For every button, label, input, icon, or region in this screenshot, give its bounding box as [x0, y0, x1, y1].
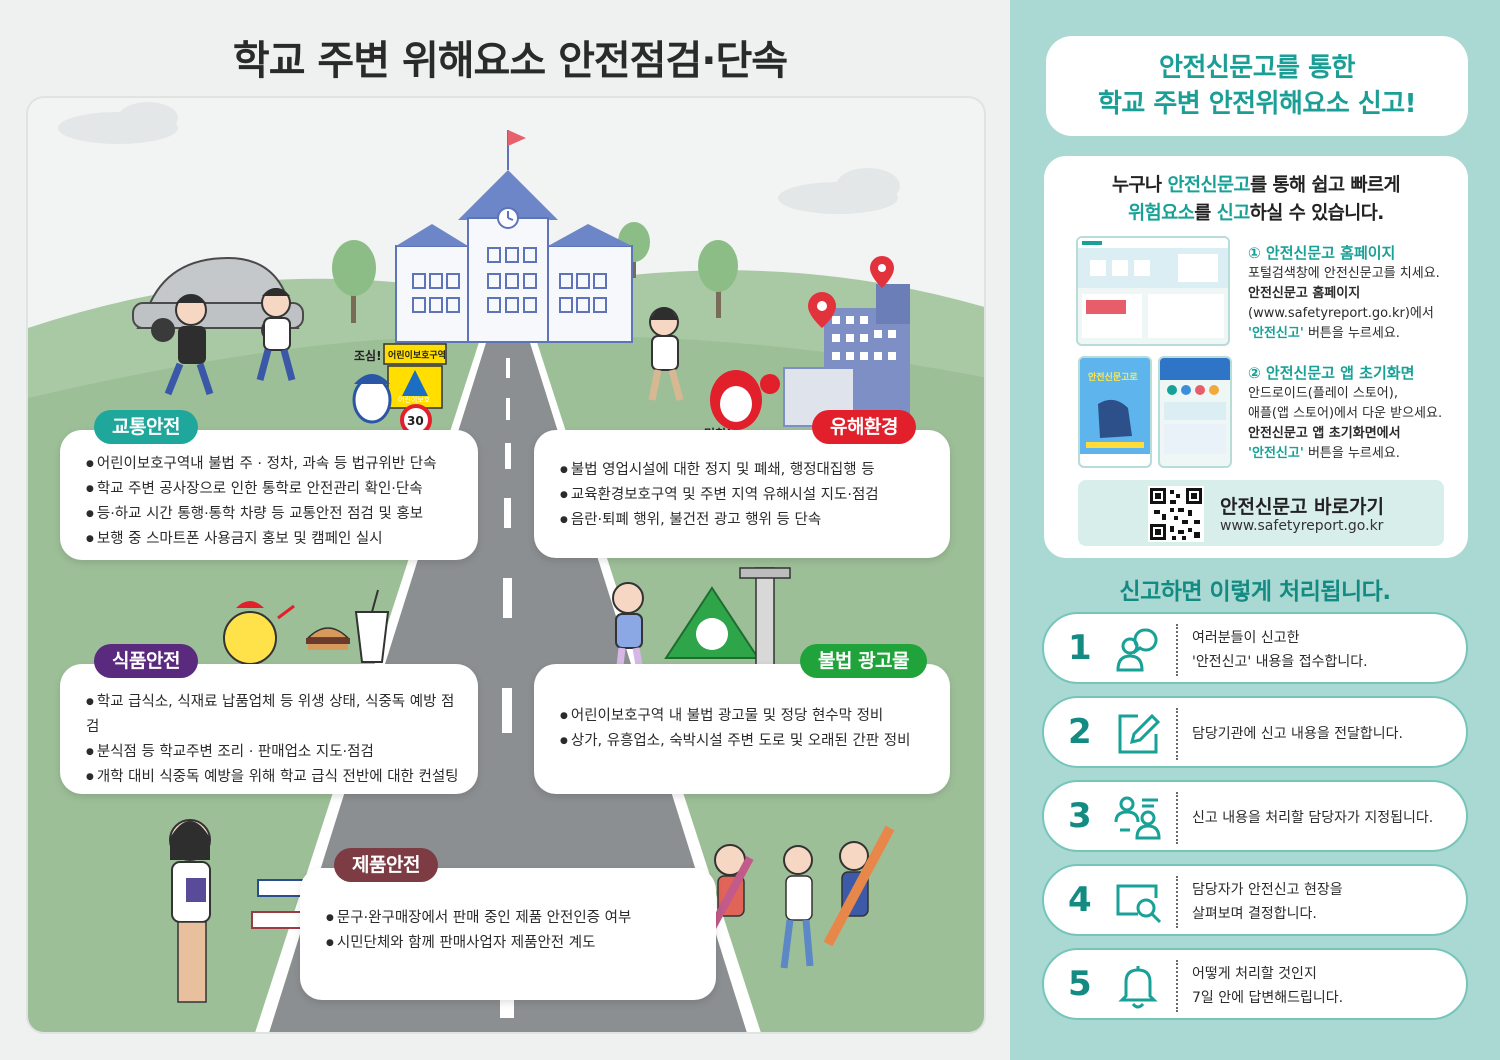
sign-text: 어린이보호구역: [388, 349, 446, 361]
monitor-search-icon: [1116, 884, 1162, 924]
sign-sub-text: 어린이보호: [398, 395, 431, 404]
ads-card: 어린이보호구역 내 불법 광고물 및 정당 현수막 정비 상가, 유흥업소, 숙…: [534, 664, 950, 794]
environment-card: 불법 영업시설에 대한 정지 및 폐쇄, 행정대집행 등 교육환경보호구역 및 …: [534, 430, 950, 558]
traffic-item: 어린이보호구역내 불법 주 · 정차, 과속 등 법규위반 단속: [86, 452, 460, 477]
traffic-item: 학교 주변 공사장으로 인한 통학로 안전관리 확인·단속: [86, 477, 460, 502]
process-step-3: 3 신고 내용을 처리할 담당자가 지정됩니다.: [1042, 780, 1468, 852]
headline-line2: 학교 주변 안전위해요소 신고!: [1097, 89, 1417, 119]
page-title: 학교 주변 위해요소 안전점검·단속: [232, 38, 788, 84]
homepage-screenshot[interactable]: [1076, 236, 1230, 346]
product-tag: 제품안전: [334, 848, 438, 882]
process-step-4: 4 담당자가 안전신고 현장을 살펴보며 결정합니다.: [1042, 864, 1468, 936]
headline-line1: 안전신문고를 통한: [1159, 53, 1355, 83]
step-number: 1: [1068, 628, 1092, 668]
step-number: 3: [1068, 796, 1092, 836]
process-title: 신고하면 이렇게 처리됩니다.: [1119, 579, 1391, 605]
food-item: 학교 급식소, 식재료 납품업체 등 위생 상태, 식중독 예방 점검: [86, 690, 460, 740]
pencil-kids-illustration: [708, 825, 895, 969]
report-info-box: 누구나 안전신문고를 통해 쉽고 빠르게 위험요소를 신고하실 수 있습니다. …: [1044, 156, 1468, 558]
food-item: 개학 대비 식중독 예방을 위해 학교 급식 전반에 대한 컨설팅: [86, 765, 460, 790]
process-step-2: 2 담당기관에 신고 내용을 전달합니다.: [1042, 696, 1468, 768]
illustration-scene: 어린이보호구역 어린이보호 30 조심! 멈춰!: [26, 96, 986, 1034]
report-panel: 안전신문고를 통한 학교 주변 안전위해요소 신고! 누구나 안전신문고를 통해…: [1010, 0, 1500, 1060]
step-text: 여러분들이 신고한 '안전신고' 내용을 접수합니다.: [1192, 630, 1368, 670]
step-text: 담당기관에 신고 내용을 전달합니다.: [1192, 726, 1403, 742]
headline-box: 안전신문고를 통한 학교 주변 안전위해요소 신고!: [1046, 36, 1468, 136]
speed-limit-value: 30: [407, 414, 424, 428]
step-text: 어떻게 처리할 것인지 7일 안에 답변해드립니다.: [1192, 966, 1344, 1006]
traffic-item: 등·하교 시간 통행·통학 차량 등 교통안전 점검 및 홍보: [86, 502, 460, 527]
shortcut-url[interactable]: www.safetyreport.go.kr: [1220, 518, 1384, 534]
users-icon: [1114, 796, 1161, 840]
traffic-tag: 교통안전: [94, 410, 198, 444]
step-number: 4: [1068, 880, 1092, 920]
environment-tag: 유해환경: [812, 410, 916, 444]
product-card: 문구·완구매장에서 판매 중인 제품 안전인증 여부 시민단체와 함께 판매사업…: [300, 868, 716, 1000]
ads-tag: 불법 광고물: [800, 644, 928, 678]
safetyreport-shortcut[interactable]: 안전신문고 바로가기 www.safetyreport.go.kr: [1078, 480, 1444, 546]
police-mascot: [352, 374, 392, 424]
food-card: 학교 급식소, 식재료 납품업체 등 위생 상태, 식중독 예방 점검 분식점 …: [60, 664, 478, 794]
tree-decoration: [332, 222, 738, 323]
environment-item: 교육환경보호구역 및 주변 지역 유해시설 지도·점검: [560, 483, 932, 508]
shortcut-title: 안전신문고 바로가기: [1220, 496, 1384, 518]
ads-item: 어린이보호구역 내 불법 광고물 및 정당 현수막 정비: [560, 704, 932, 729]
environment-item: 불법 영업시설에 대한 정지 및 폐쇄, 행정대집행 등: [560, 458, 932, 483]
method1-title: ① 안전신문고 홈페이지: [1248, 244, 1396, 262]
food-mascot-illustration: [223, 589, 390, 665]
process-step-1: 1 여러분들이 신고한 '안전신고' 내용을 접수합니다.: [1042, 612, 1468, 684]
school-building: [395, 130, 633, 343]
method2-title: ② 안전신문고 앱 초기화면: [1248, 364, 1415, 382]
step-text: 담당자가 안전신고 현장을 살펴보며 결정합니다.: [1192, 882, 1343, 922]
step-text: 신고 내용을 처리할 담당자가 지정됩니다.: [1192, 810, 1434, 826]
process-step-5: 5 어떻게 처리할 것인지 7일 안에 답변해드립니다.: [1042, 948, 1468, 1020]
chat-user-icon: [1116, 628, 1158, 672]
app-splash-screenshot[interactable]: 안전신문고로: [1078, 356, 1152, 468]
ads-item: 상가, 유흥업소, 숙박시설 주변 도로 및 오래된 간판 정비: [560, 729, 932, 754]
food-item: 분식점 등 학교주변 조리 · 판매업소 지도·점검: [86, 740, 460, 765]
stop-mascot: [710, 370, 780, 430]
method2-text: 안드로이드(플레이 스토어), 애플(앱 스토어)에서 다운 받으세요. 안전신…: [1248, 386, 1443, 461]
step-number: 2: [1068, 712, 1092, 752]
traffic-item: 보행 중 스마트폰 사용금지 홍보 및 캠페인 실시: [86, 527, 460, 552]
kids-traffic-illustration: [164, 288, 296, 396]
traffic-card: 어린이보호구역내 불법 주 · 정차, 과속 등 법규위반 단속 학교 주변 공…: [60, 430, 478, 560]
girl-illustration: [648, 307, 684, 401]
app-home-screenshot[interactable]: [1158, 356, 1232, 468]
app-banner-text: 안전신문고로: [1088, 371, 1138, 383]
bell-icon: [1118, 966, 1158, 1009]
careful-bubble: 조심!: [354, 348, 382, 363]
city-buildings: [783, 256, 910, 427]
qr-code-icon[interactable]: [1148, 486, 1204, 542]
cloud-decoration: [58, 102, 900, 214]
food-tag: 식품안전: [94, 644, 198, 678]
step-number: 5: [1068, 964, 1092, 1004]
teacher-illustration: [169, 819, 211, 1003]
method1-text: 포털검색창에 안전신문고를 치세요. 안전신문고 홈페이지 (www.safet…: [1248, 266, 1440, 341]
product-item: 시민단체와 함께 판매사업자 제품안전 계도: [326, 931, 698, 956]
environment-item: 음란·퇴폐 행위, 불건전 광고 행위 등 단속: [560, 508, 932, 533]
school-zone-sign: [383, 343, 447, 438]
product-item: 문구·완구매장에서 판매 중인 제품 안전인증 여부: [326, 906, 698, 931]
intro-text: 누구나 안전신문고를 통해 쉽고 빠르게 위험요소를 신고하실 수 있습니다.: [1111, 175, 1401, 224]
edit-icon: [1118, 713, 1161, 754]
